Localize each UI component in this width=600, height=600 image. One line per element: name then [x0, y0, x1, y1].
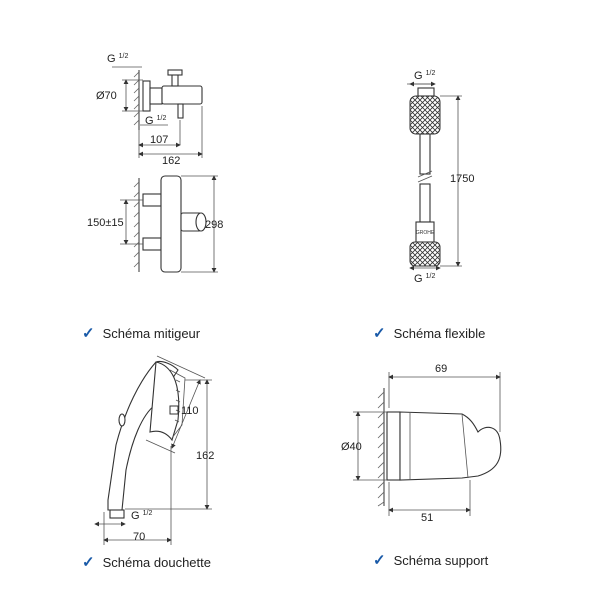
caption-handshower-label: Schéma douchette: [102, 554, 211, 570]
caption-holder: ✓ Schéma support: [373, 551, 488, 569]
mixer-thread-top-label: G 1/2: [107, 53, 128, 65]
mixer-thread-mid-label: G 1/2: [145, 115, 166, 127]
hose-drawing: GROHE: [407, 81, 462, 271]
svg-text:GROHE: GROHE: [416, 230, 435, 236]
caption-handshower: ✓ Schéma douchette: [82, 553, 211, 571]
mixer-dim-150: 150±15: [87, 217, 124, 229]
holder-bottom-dim-label: 51: [421, 512, 433, 524]
caption-mixer: ✓ Schéma mitigeur: [82, 324, 200, 342]
mixer-dim-107: 107: [150, 134, 168, 146]
holder-diameter-label: Ø40: [341, 441, 362, 453]
handshower-square-label: 110: [181, 405, 199, 417]
hose-thread-top-label: G 1/2: [414, 70, 435, 82]
holder-drawing: [353, 372, 502, 516]
hose-thread-bottom-label: G 1/2: [414, 273, 435, 285]
check-icon: ✓: [373, 325, 386, 342]
mixer-side-view: [112, 66, 203, 158]
handshower-width-label: 70: [133, 531, 145, 543]
mixer-front-view: [120, 175, 218, 273]
caption-hose-label: Schéma flexible: [393, 325, 486, 341]
handshower-height-label: 162: [196, 450, 214, 462]
mixer-dim-162: 162: [162, 155, 180, 167]
caption-holder-label: Schéma support: [393, 552, 489, 568]
handshower-thread-label: G 1/2: [131, 510, 152, 522]
caption-mixer-label: Schéma mitigeur: [102, 325, 201, 341]
hose-length-label: 1750: [450, 173, 474, 185]
check-icon: ✓: [82, 325, 95, 342]
caption-hose: ✓ Schéma flexible: [373, 324, 485, 342]
mixer-diameter-label: Ø70: [96, 90, 117, 102]
check-icon: ✓: [82, 554, 95, 571]
handshower-drawing: [94, 355, 212, 545]
check-icon: ✓: [373, 552, 386, 569]
mixer-dim-298: 298: [205, 219, 223, 231]
holder-top-dim-label: 69: [435, 363, 447, 375]
